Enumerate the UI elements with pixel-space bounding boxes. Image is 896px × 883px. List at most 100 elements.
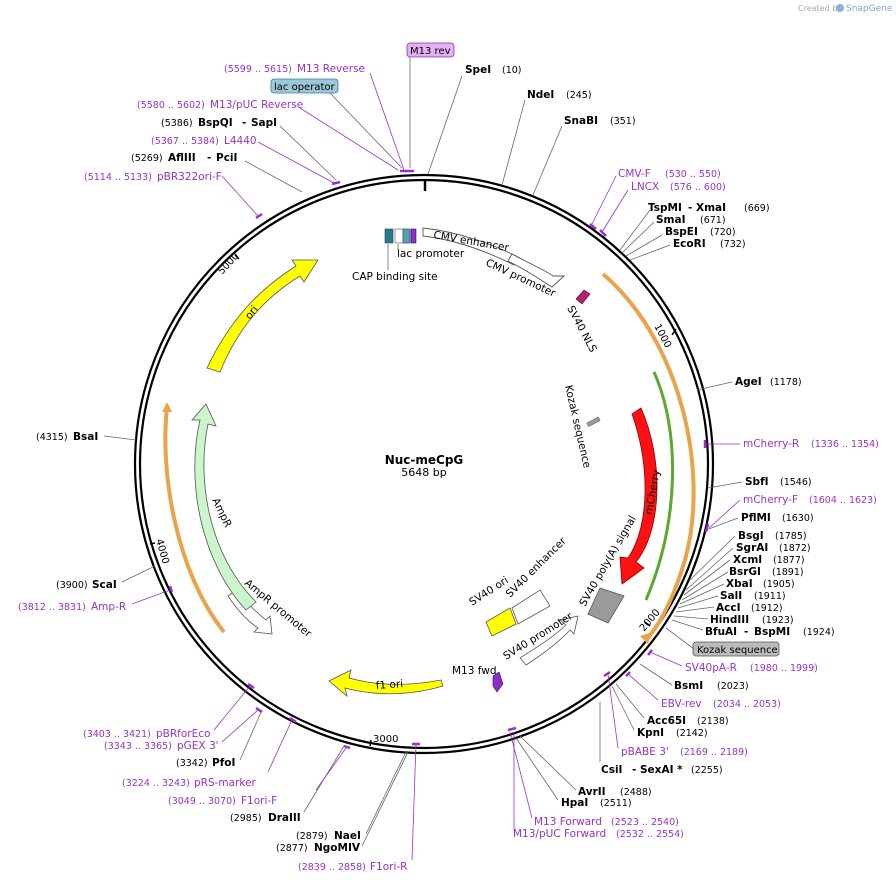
enzyme-tspmi[interactable]: TspMI (648, 202, 682, 214)
svg-text:(2255): (2255) (691, 765, 723, 776)
kozak-mark[interactable] (586, 416, 601, 427)
sv40-ori-box[interactable] (485, 607, 517, 637)
lac-promoter-box[interactable] (394, 228, 404, 244)
primer-ebv-rev[interactable]: EBV-rev (661, 698, 702, 710)
enzyme-agei[interactable]: AgeI (735, 376, 762, 388)
primer-m13-reverse[interactable]: M13 Reverse (297, 63, 365, 75)
enzyme-csii[interactable]: CsiI (601, 764, 622, 776)
enzyme-ecori[interactable]: EcoRI (673, 238, 706, 250)
ori-arrow[interactable] (206, 259, 319, 373)
enzyme-smai[interactable]: SmaI (656, 214, 686, 226)
sv40-polya-block[interactable] (587, 587, 625, 624)
primer-pbabe3[interactable]: pBABE 3' (621, 746, 669, 758)
enzyme-pflmi[interactable]: PflMI (741, 512, 771, 524)
m13-fwd-label: M13 fwd (452, 665, 497, 677)
primer-f1ori-f[interactable]: F1ori-F (241, 795, 277, 807)
plasmid-length: 5648 bp (401, 466, 446, 479)
primer-m13puc-forward[interactable]: M13/pUC Forward (513, 828, 606, 840)
enzyme-xbai[interactable]: XbaI (726, 578, 753, 590)
svg-text:(3900): (3900) (56, 580, 88, 591)
enzyme-bsmi[interactable]: BsmI (674, 680, 703, 692)
primer-m13puc-reverse-range: (5580 .. 5602) (137, 100, 205, 111)
m13-rev-box[interactable]: M13 rev (406, 42, 455, 58)
enzyme-scai[interactable]: ScaI (92, 579, 117, 591)
svg-text:(5386): (5386) (161, 118, 193, 129)
brand-name[interactable]: SnapGene (846, 4, 893, 14)
enzyme-bspqi[interactable]: BspQI (198, 117, 233, 129)
lac-operator-label: lac operator (274, 82, 335, 93)
green-arc (644, 371, 675, 601)
svg-text:-: - (207, 152, 211, 164)
svg-text:(1546): (1546) (780, 477, 812, 488)
enzyme-ngomiv[interactable]: NgoMIV (314, 842, 361, 854)
primer-mcherry-r-range: (1336 .. 1354) (811, 439, 879, 450)
enzyme-acci[interactable]: AccI (716, 602, 740, 614)
enzyme-xmai[interactable]: XmaI (696, 202, 726, 214)
enzyme-sexai[interactable]: SexAI * (640, 764, 683, 776)
primer-amp-r[interactable]: Amp-R (91, 601, 126, 613)
ampr-arrow[interactable] (191, 403, 257, 611)
primer-sv40pa-r[interactable]: SV40pA-R (685, 662, 737, 674)
primer-mcherry-f[interactable]: mCherry-F (743, 494, 798, 506)
svg-text:(2488): (2488) (620, 787, 652, 798)
enzyme-pfoi[interactable]: PfoI (212, 757, 235, 769)
orange-arc-left-tip (162, 402, 172, 412)
primer-cmv-f-range: (530 .. 550) (665, 169, 721, 180)
cmv-promoter-arrow[interactable] (507, 253, 566, 288)
enzyme-bsrgi[interactable]: BsrGI (729, 566, 761, 578)
enzyme-avrii[interactable]: AvrII (578, 786, 606, 798)
primer-m13puc-reverse[interactable]: M13/pUC Reverse (210, 99, 303, 111)
primer-prs-marker[interactable]: pRS-marker (194, 777, 257, 789)
f1-ori-arrow[interactable] (328, 669, 444, 698)
enzyme-naei[interactable]: NaeI (334, 830, 361, 842)
lac-operator-box[interactable]: lac operator (270, 78, 339, 94)
enzyme-bspei[interactable]: BspEI (665, 226, 698, 238)
enzyme-sapi[interactable]: SapI (251, 117, 277, 129)
enzyme-ndei[interactable]: NdeI (527, 89, 554, 101)
enzyme-bspmi[interactable]: BspMI (754, 626, 790, 638)
enzyme-bsai[interactable]: BsaI (73, 431, 98, 443)
primer-f1ori-r[interactable]: F1ori-R (370, 861, 407, 873)
primer-pbr322ori-f[interactable]: pBR322ori-F (157, 171, 222, 183)
primer-cmv-f[interactable]: CMV-F (618, 168, 651, 180)
svg-text:(669): (669) (744, 203, 770, 214)
sv40-enhancer-box[interactable] (511, 589, 551, 625)
enzyme-bsgi[interactable]: BsgI (738, 530, 764, 542)
enzyme-acc65i[interactable]: Acc65I (647, 715, 686, 727)
primer-pgex3[interactable]: pGEX 3' (177, 740, 219, 752)
svg-text:(1912): (1912) (751, 603, 783, 614)
primer-l4440[interactable]: L4440 (224, 135, 257, 147)
enzyme-afliii[interactable]: AflIII (168, 152, 196, 164)
primer-marks (168, 169, 710, 750)
enzyme-sgrai[interactable]: SgrAI (736, 542, 768, 554)
enzyme-kpni[interactable]: KpnI (637, 727, 664, 739)
enzyme-sbfi[interactable]: SbfI (745, 476, 769, 488)
enzyme-hindiii[interactable]: HindIII (710, 614, 749, 626)
sv40-promoter-arrow[interactable] (519, 615, 579, 666)
backbone-ticks (149, 254, 677, 747)
mcherry-arrow[interactable] (619, 407, 658, 585)
primer-mcherry-r[interactable]: mCherry-R (743, 438, 799, 450)
primer-lncx[interactable]: LNCX (631, 181, 659, 193)
enzyme-pcii[interactable]: PciI (216, 152, 237, 164)
primer-m13-forward[interactable]: M13 Forward (534, 816, 602, 828)
sv40-nls-arrow[interactable] (575, 289, 591, 305)
svg-text:(1923): (1923) (762, 615, 794, 626)
svg-text:(2142): (2142) (676, 728, 708, 739)
primer-pbrforeco[interactable]: pBRforEco (156, 728, 210, 740)
enzyme-spei[interactable]: SpeI (465, 64, 491, 76)
svg-text:(1872): (1872) (779, 543, 811, 554)
enzyme-xcmi[interactable]: XcmI (733, 554, 762, 566)
enzyme-snabi[interactable]: SnaBI (564, 115, 598, 127)
svg-text:(1178): (1178) (770, 377, 802, 388)
kozak-boxed[interactable]: Kozak sequence (692, 641, 780, 657)
m13rev-mark[interactable] (410, 228, 417, 244)
svg-text:(2138): (2138) (697, 716, 729, 727)
enzyme-hpai[interactable]: HpaI (561, 797, 588, 809)
enzyme-draiii[interactable]: DraIII (268, 812, 301, 824)
enzyme-sali[interactable]: SalI (720, 590, 742, 602)
cap-box[interactable] (384, 228, 394, 244)
m13-fwd-arrow[interactable] (492, 671, 504, 693)
enzyme-bfuai[interactable]: BfuAI (705, 626, 737, 638)
lac-operator-mark[interactable] (402, 228, 411, 244)
